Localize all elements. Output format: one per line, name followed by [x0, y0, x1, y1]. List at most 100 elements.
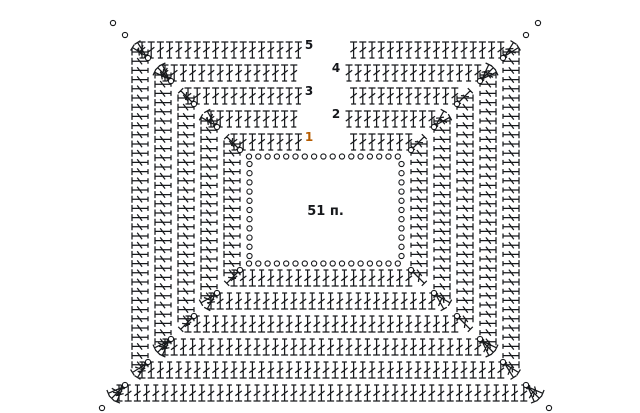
double-crochet-symbol-path	[138, 41, 505, 151]
double-crochet-symbol-path	[131, 48, 241, 369]
chain-stitch-circle	[292, 260, 299, 267]
chain-stitch-circle	[213, 289, 221, 297]
chain-stitch-circle	[255, 260, 262, 267]
chain-stitch-circle	[236, 146, 244, 154]
chain-stitch-circle	[453, 312, 461, 320]
double-crochet-symbols-bottom	[115, 269, 528, 402]
center-stitch-count-label: 51 п.	[307, 204, 344, 219]
chain-stitch-circle	[348, 260, 355, 267]
chain-stitch-circle	[264, 153, 271, 160]
chain-stitch-circle	[236, 266, 244, 274]
chain-stitch-circle	[407, 266, 415, 274]
chain-stitch-circle	[246, 243, 253, 250]
chain-stitch-circle	[246, 225, 253, 232]
chain-stitch-circle	[98, 404, 106, 412]
chain-stitch-circle	[394, 153, 401, 160]
chain-stitch-circle	[246, 160, 253, 168]
chain-stitch-circle	[246, 234, 253, 241]
chain-stitch-circle	[430, 123, 438, 131]
row-number-label-4: 4	[332, 61, 340, 75]
double-crochet-symbols-left	[131, 48, 241, 369]
chain-stitch-circle	[121, 381, 129, 389]
chain-stitch-circle	[499, 54, 507, 62]
chain-stitch-circle	[255, 153, 262, 160]
chain-stitch-circle	[121, 31, 129, 39]
chain-stitch-circle	[246, 197, 253, 204]
chain-stitch-circle	[213, 123, 221, 131]
chain-stitch-circle	[167, 335, 175, 343]
chain-stitch-circle	[522, 381, 530, 389]
chain-stitch-circle	[338, 260, 346, 267]
chain-stitch-circle	[273, 153, 281, 160]
double-crochet-symbols-right	[410, 48, 520, 369]
chain-stitch-circle	[398, 234, 405, 241]
row-number-label-2: 2	[332, 107, 340, 121]
chain-stitch-circle	[534, 19, 542, 27]
chain-stitch-circle	[301, 260, 308, 267]
chain-stitch-circle	[430, 289, 438, 297]
chain-stitch-circle	[366, 153, 374, 160]
chain-stitch-circle	[109, 19, 117, 27]
chain-stitch-circle	[476, 335, 484, 343]
chain-stitch-circle	[144, 358, 152, 366]
chain-stitch-circle	[246, 252, 253, 260]
chain-stitch-circle	[522, 31, 530, 39]
chain-stitch-circle	[376, 153, 383, 160]
double-crochet-symbol-path	[115, 269, 528, 402]
chain-stitch-circle	[398, 179, 405, 186]
double-crochet-symbols-top	[138, 41, 505, 151]
chain-stitch-circle	[398, 160, 405, 168]
chain-stitch-circle	[398, 170, 405, 177]
chain-stitch-circle	[385, 153, 392, 160]
chain-stitch-circle	[246, 216, 253, 223]
chain-stitch-circle	[398, 243, 405, 250]
chain-stitch-circle	[329, 260, 336, 267]
chain-stitch-circle	[283, 153, 290, 160]
chain-stitch-circle	[167, 77, 175, 85]
chain-stitch-circle	[273, 260, 281, 267]
chain-stitch-circle	[320, 153, 327, 160]
chain-stitch-circle	[407, 146, 415, 154]
chain-stitch-circle	[376, 260, 383, 267]
chain-stitch-circle	[310, 260, 318, 267]
chain-stitch-circle	[301, 153, 308, 160]
chain-stitch-circle	[398, 188, 405, 195]
chain-stitch-circle	[190, 312, 198, 320]
chain-stitch-circle	[310, 153, 318, 160]
chain-stitch-circle	[144, 54, 152, 62]
chain-stitch-circle	[385, 260, 392, 267]
row-number-label-3: 3	[305, 84, 313, 98]
chain-stitch-circle	[398, 216, 405, 223]
chain-stitch-circles	[98, 19, 553, 412]
chain-stitch-circle	[357, 260, 364, 267]
chain-stitch-circle	[398, 225, 405, 232]
chain-stitch-circle	[338, 153, 346, 160]
chain-stitch-circle	[398, 252, 405, 260]
chain-stitch-circle	[329, 153, 336, 160]
chain-stitch-circle	[398, 206, 405, 214]
double-crochet-symbol-path	[410, 48, 520, 369]
chain-stitch-circle	[394, 260, 401, 267]
chain-stitch-circle	[357, 153, 364, 160]
chain-stitch-circle	[246, 179, 253, 186]
chain-stitch-circle	[398, 197, 405, 204]
chain-stitch-circle	[366, 260, 374, 267]
chain-stitch-circle	[246, 170, 253, 177]
chain-stitch-circle	[245, 260, 253, 267]
chain-stitch-circle	[320, 260, 327, 267]
chain-stitch-circle	[545, 404, 553, 412]
chain-stitch-circle	[283, 260, 290, 267]
chain-stitch-circle	[348, 153, 355, 160]
chain-stitch-circle	[453, 100, 461, 108]
chain-stitch-circle	[246, 188, 253, 195]
chain-stitch-circle	[499, 358, 507, 366]
chain-stitch-circle	[292, 153, 299, 160]
chain-stitch-circle	[190, 100, 198, 108]
chain-stitch-circle	[246, 206, 253, 214]
chain-stitch-circle	[264, 260, 271, 267]
row-number-label-5: 5	[305, 38, 313, 52]
chain-stitch-circle	[245, 153, 253, 160]
